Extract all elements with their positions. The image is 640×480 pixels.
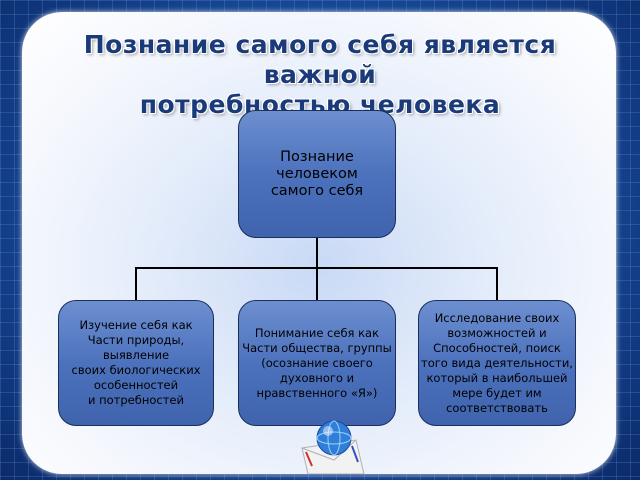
- connector-left-down: [135, 267, 137, 300]
- child-node-abilities: Исследование своих возможностей и Способ…: [418, 300, 576, 426]
- root-node: Познание человеком самого себя: [238, 110, 396, 238]
- connector-middle-down: [316, 267, 318, 300]
- child-node-nature-text: Изучение себя как Части природы, выявлен…: [71, 318, 201, 407]
- root-node-text: Познание человеком самого себя: [270, 148, 364, 199]
- child-node-abilities-text: Исследование своих возможностей и Способ…: [421, 310, 573, 415]
- title-line-1: Познание самого себя является важной: [83, 30, 557, 89]
- child-node-society-text: Понимание себя как Части общества, групп…: [242, 325, 392, 400]
- connector-right-down: [496, 267, 498, 300]
- connector-root-down: [316, 238, 318, 268]
- slide-title: Познание самого себя является важной пот…: [30, 30, 610, 120]
- child-node-society: Понимание себя как Части общества, групп…: [238, 300, 396, 426]
- globe-envelope-icon: [301, 420, 365, 474]
- child-node-nature: Изучение себя как Части природы, выявлен…: [58, 300, 214, 426]
